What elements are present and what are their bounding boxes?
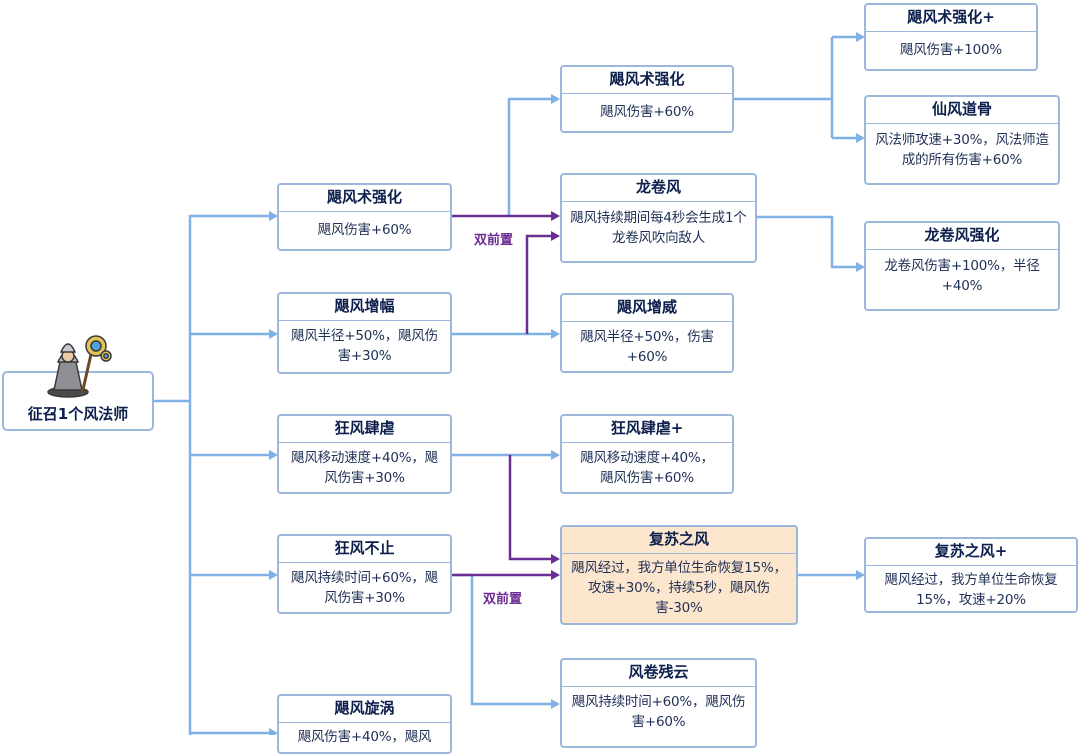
node-title: 飓风术强化+ (866, 5, 1036, 32)
node-title: 风卷残云 (562, 660, 755, 687)
node-title: 复苏之风+ (866, 539, 1076, 566)
node-title: 狂风肆虐+ (562, 416, 732, 443)
node-revival-wind-plus: 复苏之风+ 飓风经过，我方单位生命恢复15%，攻速+20% (864, 537, 1078, 613)
node-title: 飓风术强化 (562, 67, 732, 94)
node-gale-rampage-plus: 狂风肆虐+ 飓风移动速度+40%，飓风伤害+60% (560, 414, 734, 494)
node-desc: 龙卷风伤害+100%，半径+40% (884, 258, 1040, 294)
node-title: 狂风不止 (279, 536, 450, 563)
node-desc: 飓风伤害+60% (317, 222, 412, 238)
node-desc: 飓风半径+50%，伤害+60% (580, 329, 714, 365)
root-label: 征召1个风法师 (27, 405, 129, 423)
node-typhoon-vortex: 飓风旋涡 飓风伤害+40%，飓风 (277, 694, 452, 754)
node-desc: 飓风经过，我方单位生命恢复15%，攻速+30%，持续5秒，飓风伤害-30% (571, 560, 787, 616)
node-title: 飓风术强化 (279, 185, 450, 212)
dual-prereq-label: 双前置 (474, 233, 514, 248)
node-title: 复苏之风 (562, 527, 796, 554)
node-gale-rampage: 狂风肆虐 飓风移动速度+40%，飓风伤害+30% (277, 414, 452, 494)
node-title: 龙卷风强化 (866, 223, 1058, 250)
node-desc: 飓风伤害+40%，飓风 (297, 729, 432, 745)
node-typhoon-amp: 飓风增幅 飓风半径+50%，飓风伤害+30% (277, 292, 452, 374)
node-desc: 飓风持续时间+60%，飓风伤害+60% (571, 694, 746, 730)
node-title: 飓风旋涡 (279, 696, 450, 723)
node-title: 仙风道骨 (866, 97, 1058, 124)
node-typhoon-boost-1: 飓风术强化 飓风伤害+60% (277, 183, 452, 251)
node-title: 狂风肆虐 (279, 416, 450, 443)
node-tornado-boost: 龙卷风强化 龙卷风伤害+100%，半径+40% (864, 221, 1060, 311)
node-desc: 飓风伤害+60% (600, 104, 694, 120)
wind-mage-icon (47, 335, 112, 398)
node-desc: 风法师攻速+30%，风法师造成的所有伤害+60% (875, 132, 1049, 168)
node-desc: 飓风持续时间+60%，飓风伤害+30% (291, 570, 438, 606)
node-desc: 飓风移动速度+40%，飓风伤害+30% (291, 450, 438, 486)
node-title: 飓风增幅 (279, 294, 450, 321)
connector-lines (154, 32, 865, 735)
node-title: 龙卷风 (562, 175, 755, 202)
node-endless-gale: 狂风不止 飓风持续时间+60%，飓风伤害+30% (277, 534, 452, 614)
node-immortal-wind: 仙风道骨 风法师攻速+30%，风法师造成的所有伤害+60% (864, 95, 1060, 185)
node-desc: 飓风经过，我方单位生命恢复15%，攻速+20% (884, 572, 1058, 608)
node-typhoon-boost-2: 飓风术强化 飓风伤害+60% (560, 65, 734, 133)
node-desc: 飓风持续期间每4秒会生成1个龙卷风吹向敌人 (570, 210, 747, 246)
dual-prereq-label: 双前置 (483, 592, 523, 607)
node-typhoon-might: 飓风增威 飓风半径+50%，伤害+60% (560, 293, 734, 373)
node-desc: 飓风移动速度+40%，飓风伤害+60% (580, 450, 714, 486)
node-typhoon-boost-3: 飓风术强化+ 飓风伤害+100% (864, 3, 1038, 71)
node-desc: 飓风伤害+100% (899, 42, 1003, 58)
node-title: 飓风增威 (562, 295, 732, 322)
node-tornado: 龙卷风 飓风持续期间每4秒会生成1个龙卷风吹向敌人 (560, 173, 757, 263)
node-desc: 飓风半径+50%，飓风伤害+30% (291, 328, 438, 364)
node-revival-wind: 复苏之风 飓风经过，我方单位生命恢复15%，攻速+30%，持续5秒，飓风伤害-3… (560, 525, 798, 625)
